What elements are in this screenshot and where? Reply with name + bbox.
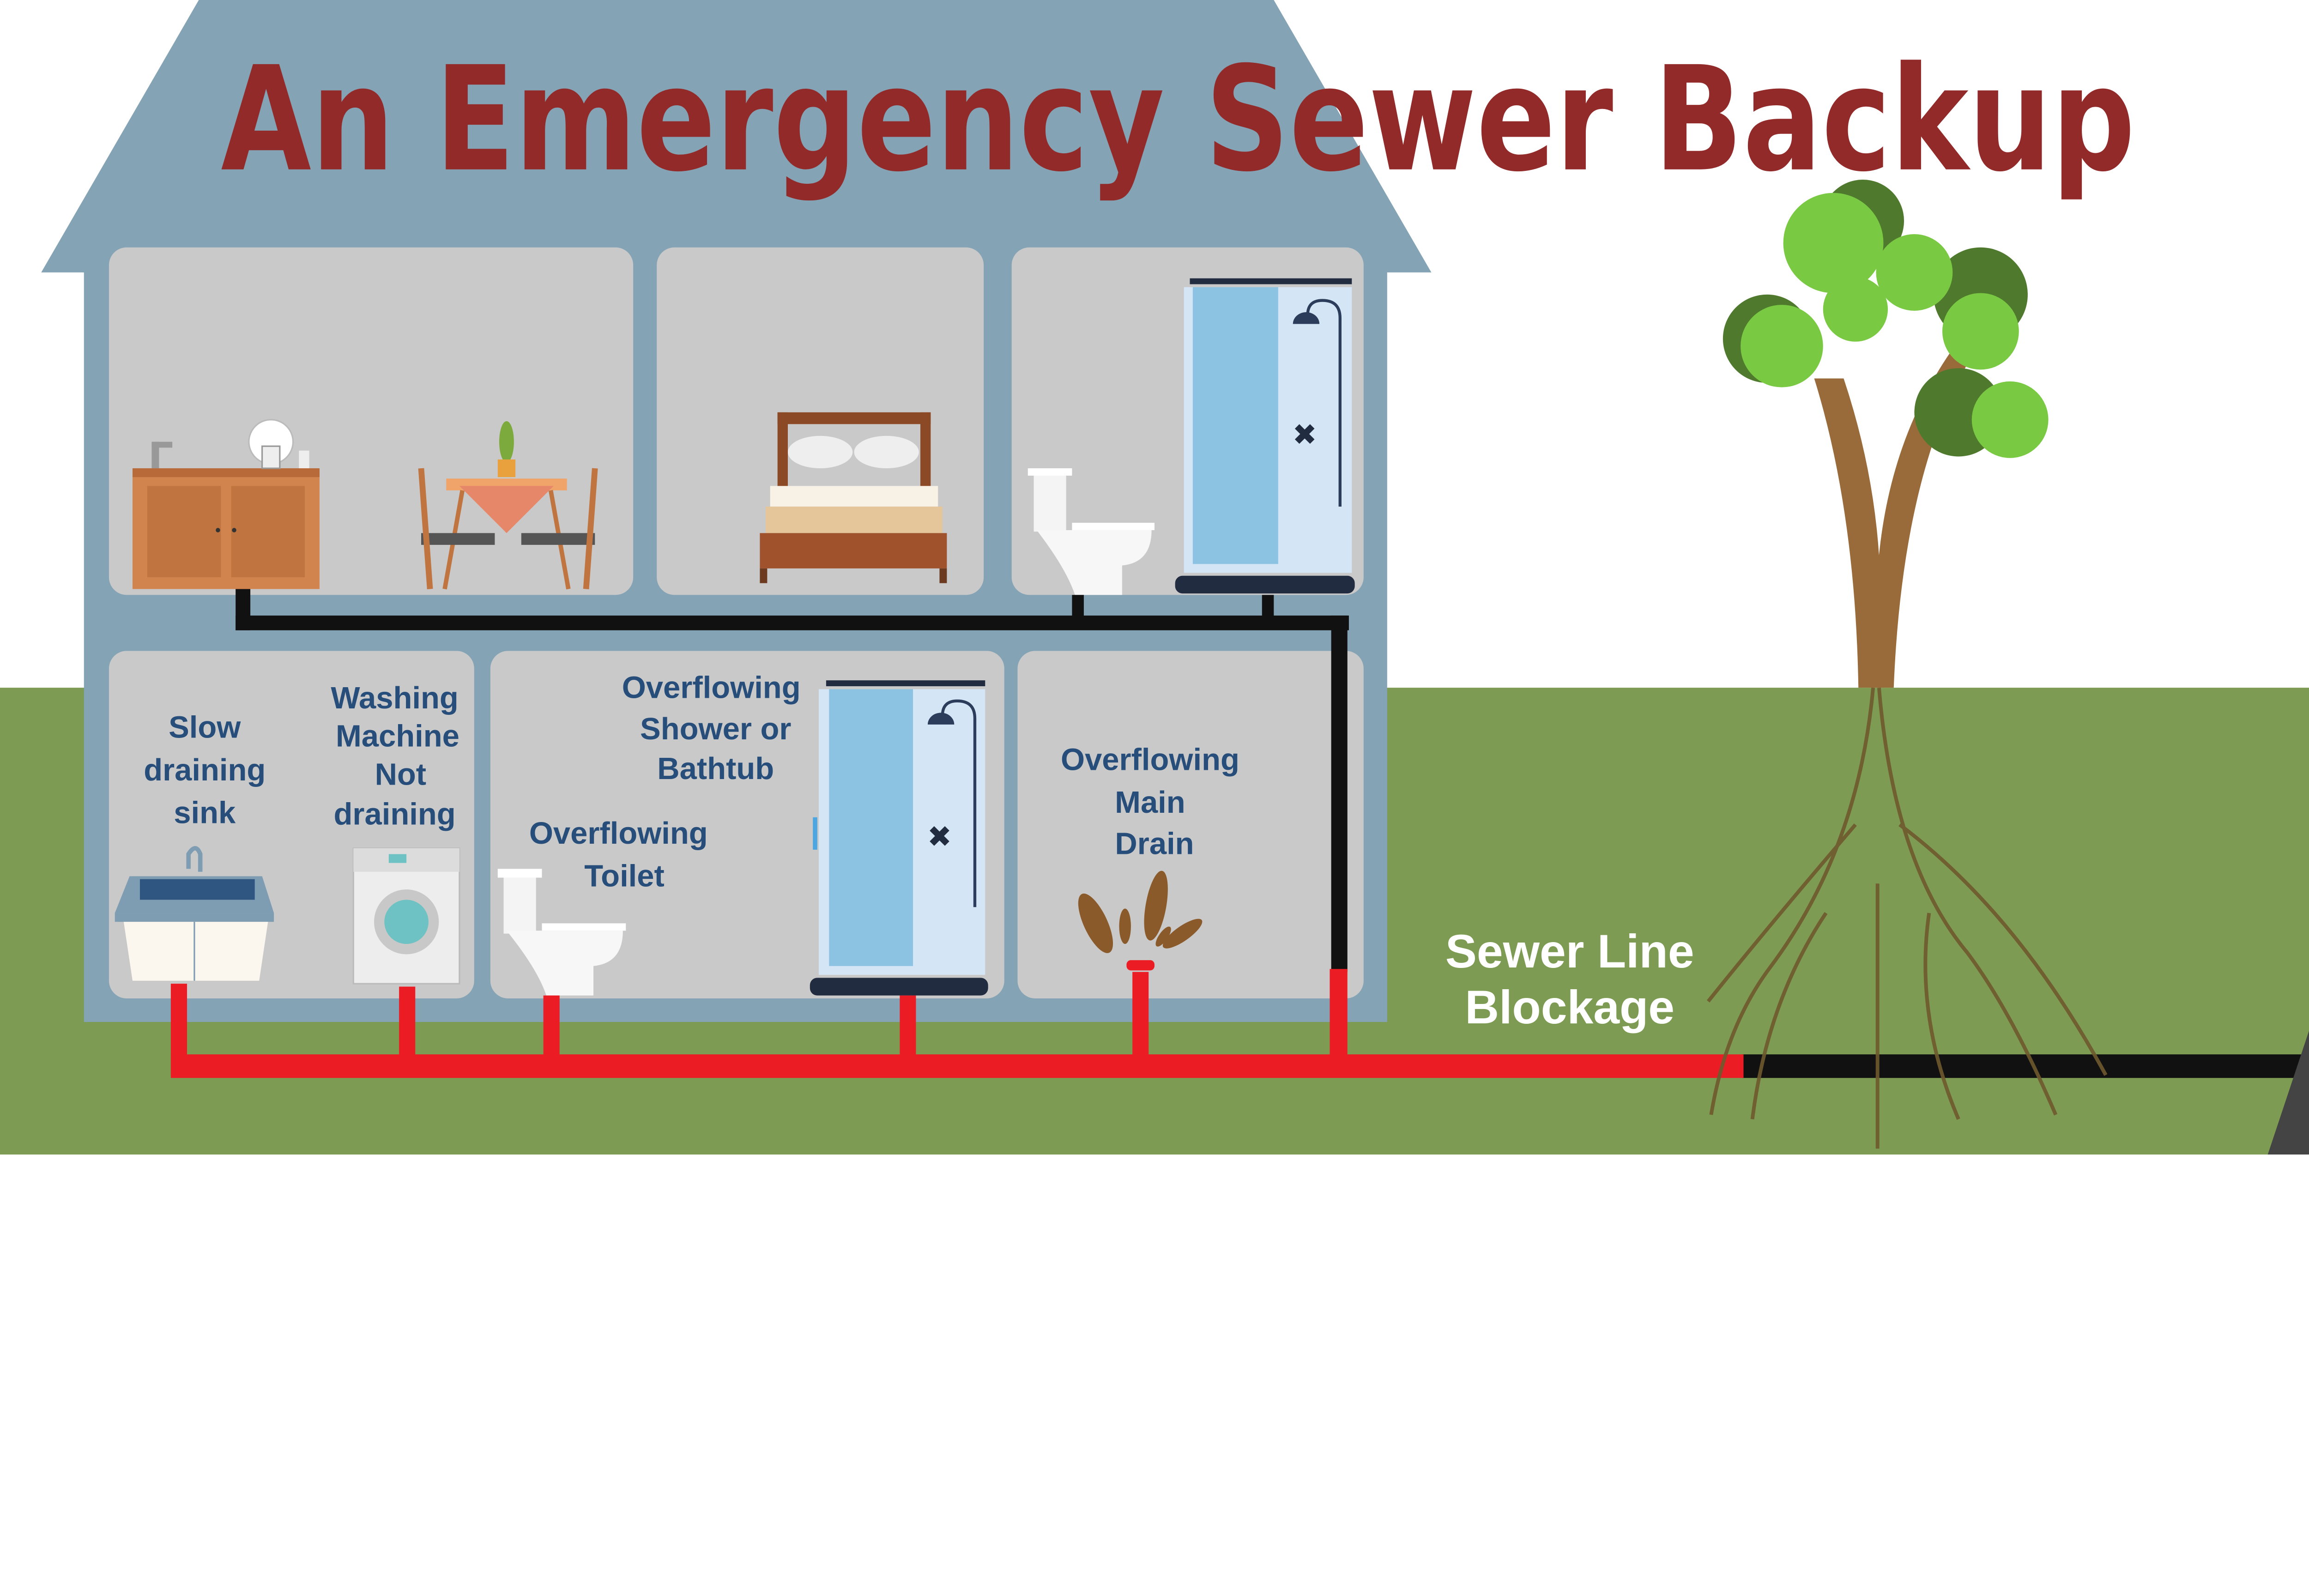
kitchen-cabinet-icon [132, 419, 320, 589]
label-line: Sewer Line [1445, 925, 1694, 978]
laundry-sink-icon [115, 846, 274, 981]
dining-table-icon [418, 421, 598, 590]
label-line: Not [375, 757, 427, 792]
label-line: Bathtub [657, 751, 774, 786]
shower-icon: ✖ [1175, 278, 1355, 594]
label-overflowing-shower: Overflowing Shower or Bathtub [622, 670, 801, 786]
label-overflowing-toilet: Overflowing Toilet [529, 816, 708, 893]
basement-shower-icon: ✖ [810, 680, 988, 996]
label-line: Machine [336, 719, 459, 754]
label-slow-draining-sink: Slow draining sink [144, 710, 266, 830]
clear-drain-pipes [236, 589, 2309, 1155]
label-line: Slow [169, 710, 241, 745]
label-line: draining [144, 753, 266, 787]
svg-text:✖: ✖ [927, 820, 952, 854]
sewage-splash-icon [1078, 871, 1203, 971]
label-line: Drain [1115, 826, 1194, 861]
label-line: draining [334, 797, 456, 832]
label-line: Blockage [1465, 981, 1674, 1034]
room-utility [1017, 651, 1364, 998]
basement-toilet-icon [497, 869, 626, 996]
tree-icon [1706, 180, 2108, 1149]
label-line: Shower or [640, 712, 791, 746]
label-line: Toilet [584, 859, 665, 894]
page-title: An Emergency Sewer Backup [221, 36, 2135, 204]
label-line: Washing [331, 681, 458, 715]
washing-machine-icon [352, 847, 460, 985]
label-line: Main [1115, 785, 1185, 820]
svg-text:✖: ✖ [1293, 418, 1317, 452]
backed-up-sewer-pipes [170, 969, 1744, 1078]
toilet-icon [1028, 468, 1154, 595]
sewer-backup-infographic: An Emergency Sewer Backup [0, 0, 2309, 1155]
label-line: Overflowing [1061, 743, 1239, 777]
bed-icon [760, 412, 947, 583]
label-line: Overflowing [622, 670, 801, 705]
label-line: Overflowing [529, 816, 708, 851]
label-overflowing-main-drain: Overflowing Main Drain [1061, 743, 1239, 861]
label-sewer-line-blockage: Sewer Line Blockage [1445, 925, 1694, 1034]
label-line: sink [174, 796, 236, 830]
label-washing-machine: Washing Machine Not draining [331, 681, 459, 832]
